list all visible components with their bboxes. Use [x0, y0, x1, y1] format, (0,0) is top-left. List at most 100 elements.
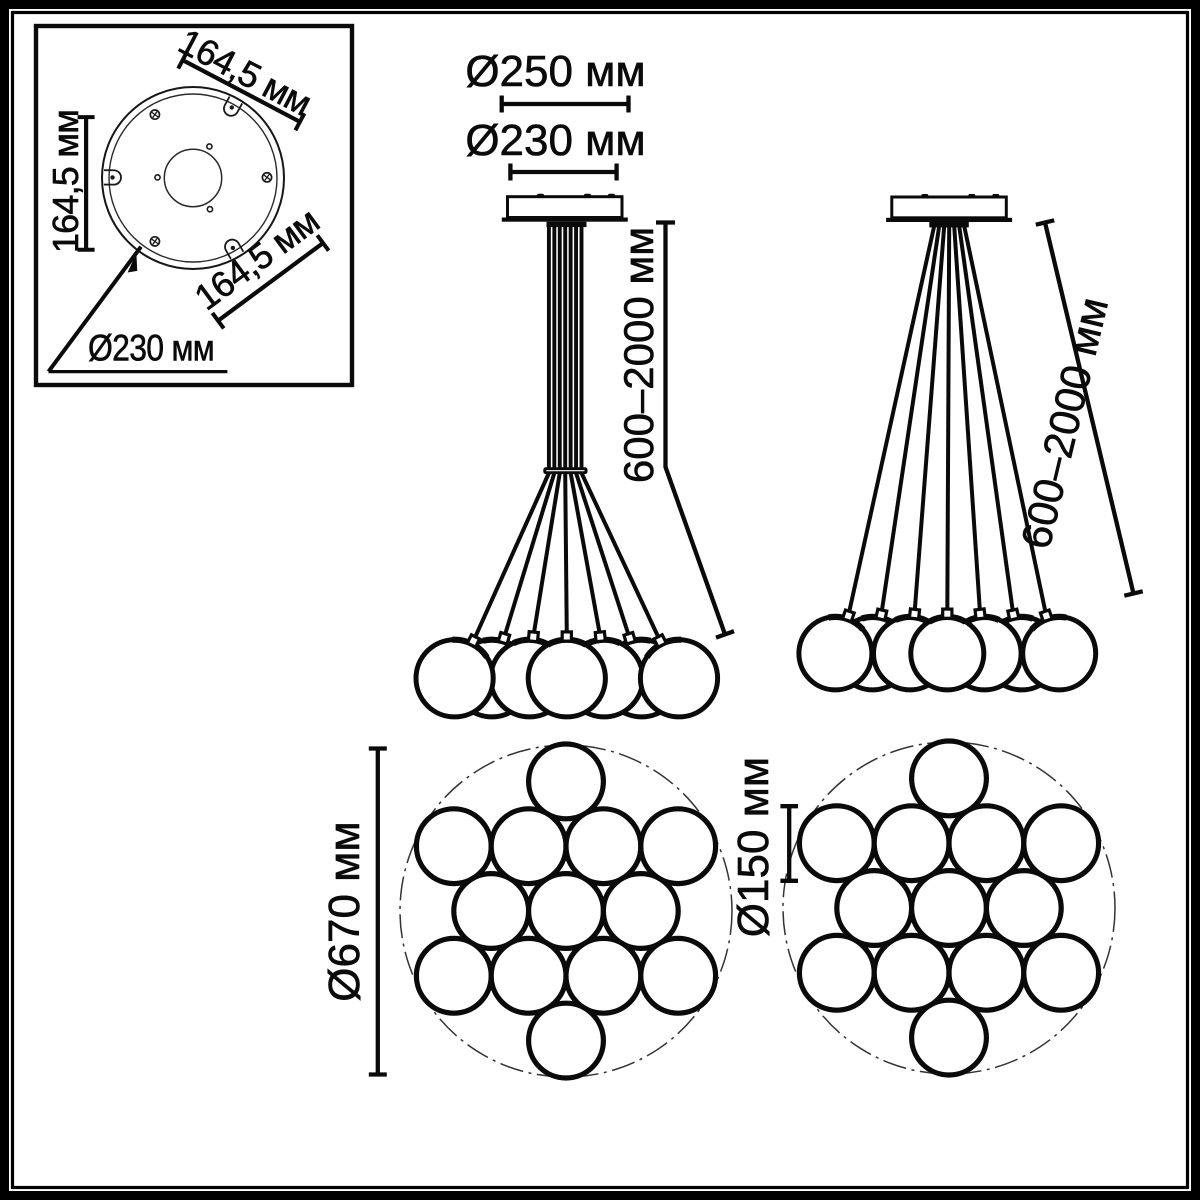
- dimension-ticks: [176, 50, 307, 132]
- dimension-line: [1042, 222, 1136, 594]
- ball: [983, 867, 1064, 948]
- ball: [638, 935, 719, 1016]
- sphere-cap: [973, 607, 987, 621]
- sphere-cap: [1005, 607, 1021, 623]
- sphere-cap: [621, 630, 638, 646]
- keyhole-hole: [229, 105, 234, 110]
- ball: [908, 867, 989, 948]
- keyhole-hole: [230, 245, 236, 251]
- dim-cluster-diameter: Ø670 мм: [320, 746, 387, 1077]
- ball: [871, 932, 952, 1013]
- wire: [563, 472, 569, 637]
- sphere: [796, 607, 875, 693]
- sphere: [908, 607, 987, 693]
- sphere-cap: [1038, 607, 1055, 624]
- wire: [574, 472, 632, 639]
- ball: [413, 806, 494, 887]
- keyhole-slot: [223, 96, 243, 117]
- canopy-screw-bump: [608, 193, 615, 198]
- mounting-plate-panel: 164,5 мм 164,5 мм 164,5 мм Ø230 мм: [33, 20, 355, 388]
- ball: [1021, 803, 1102, 884]
- ball: [525, 1000, 606, 1081]
- ball: [871, 803, 952, 884]
- wire: [531, 472, 562, 638]
- sphere-cap: [496, 630, 512, 646]
- wire: [568, 472, 603, 638]
- dimension-ticks: [77, 115, 95, 252]
- canopy: [890, 195, 1008, 220]
- cluster-top-view-right: Ø150 мм: [729, 738, 1116, 1078]
- ball: [946, 932, 1027, 1013]
- plate-center-hole: [163, 148, 223, 208]
- side-view-fixture: [796, 194, 1099, 693]
- cluster-top-view-left: Ø670 мм: [320, 741, 733, 1081]
- ball: [563, 935, 644, 1016]
- screw-icon: [261, 171, 273, 183]
- dimension-ticks: [368, 746, 387, 1077]
- sphere-cap: [593, 629, 608, 644]
- mounting-plate-top-view: [101, 86, 285, 270]
- wire: [846, 225, 937, 617]
- canopy-screw-bump: [992, 194, 1000, 198]
- wire: [502, 472, 557, 639]
- dimension-ticks: [780, 804, 798, 883]
- dimension-line: [216, 241, 325, 323]
- ball: [1021, 932, 1102, 1013]
- suspension-wires: [846, 225, 1049, 617]
- dim-height-front: 600–2000 мм: [615, 220, 735, 640]
- keyhole-slot: [103, 169, 122, 186]
- sphere-cap: [840, 607, 857, 624]
- pilot-hole: [154, 173, 161, 181]
- ball: [488, 806, 569, 887]
- inner-frame-line: [10, 10, 1190, 1190]
- ball: [638, 806, 719, 887]
- wire: [952, 225, 983, 615]
- screw-slot-icon: [263, 173, 271, 181]
- dimension-line: [663, 222, 728, 636]
- pendant-front-view: Ø250 мм Ø230 мм 600–2000 мм: [413, 47, 735, 720]
- ball: [908, 997, 989, 1078]
- sphere: [413, 632, 496, 720]
- dimension-ticks: [499, 95, 631, 113]
- ball: [946, 803, 1027, 884]
- ball: [600, 870, 681, 951]
- dimension-ticks: [1035, 218, 1144, 598]
- wire: [471, 472, 551, 642]
- wire: [962, 225, 1049, 617]
- sphere-globe: [908, 614, 987, 693]
- dim-label-ball-diameter: Ø150 мм: [729, 757, 778, 937]
- screw-slot-icon: [151, 238, 159, 245]
- pilot-hole: [205, 143, 213, 150]
- canopy-screw-bump: [537, 193, 544, 198]
- ball: [525, 741, 606, 822]
- sphere: [637, 632, 721, 720]
- sphere-globe: [525, 637, 608, 720]
- dim-label-canopy-outer: Ø250 мм: [465, 47, 645, 96]
- dimension-line: [181, 58, 301, 124]
- plate-rim: [108, 93, 278, 263]
- dim-label-plate-height-left: 164,5 мм: [45, 110, 86, 253]
- wire: [579, 472, 662, 642]
- cord-collar: [546, 221, 587, 228]
- suspension-wires: [471, 472, 662, 642]
- dim-ball-diameter: Ø150 мм: [729, 757, 798, 937]
- ball: [488, 935, 569, 1016]
- sphere-cap: [873, 607, 889, 623]
- ball: [796, 932, 877, 1013]
- wire-bundle: [543, 224, 588, 475]
- canopy-screw-bump: [921, 194, 929, 198]
- dim-label-plate-diameter: Ø230 мм: [88, 328, 214, 369]
- dim-plate-diameter: Ø230 мм: [46, 245, 228, 374]
- ball: [796, 803, 877, 884]
- dim-canopy-inner: [508, 163, 619, 181]
- canopy-flange: [886, 217, 1013, 222]
- sphere-cap: [907, 607, 922, 621]
- ball: [451, 870, 532, 951]
- keyhole-outline: [223, 96, 243, 117]
- cord-collar: [929, 222, 969, 228]
- dim-label-cluster-diameter: Ø670 мм: [320, 821, 369, 1001]
- dim-canopy-outer: [499, 95, 631, 113]
- ball: [413, 935, 494, 1016]
- sphere-cap: [651, 632, 669, 650]
